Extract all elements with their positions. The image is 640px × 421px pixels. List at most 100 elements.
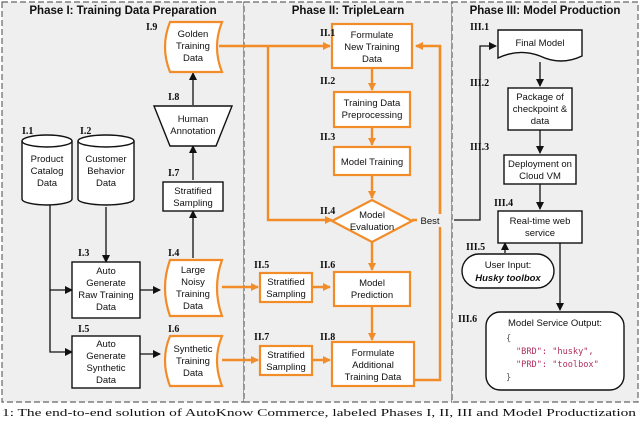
model-training-box: Model Training bbox=[332, 145, 412, 177]
model-prediction-box: Model Prediction bbox=[332, 270, 412, 308]
svg-text:III.1: III.1 bbox=[470, 22, 489, 33]
product-catalog-line1: Product bbox=[31, 154, 64, 165]
svg-text:User Input:: User Input: bbox=[485, 260, 531, 271]
svg-text:Synthetic: Synthetic bbox=[173, 344, 212, 355]
phase-1-title: Phase I: Training Data Preparation bbox=[29, 5, 216, 17]
svg-text:I.8: I.8 bbox=[168, 92, 179, 103]
svg-text:III.5: III.5 bbox=[466, 242, 485, 253]
svg-text:Stratified: Stratified bbox=[267, 350, 305, 361]
svg-text:I.2: I.2 bbox=[80, 126, 91, 137]
preprocessing-box: Training Data Preprocessing bbox=[332, 90, 412, 129]
svg-text:service: service bbox=[525, 228, 555, 239]
svg-text:Data: Data bbox=[183, 53, 204, 64]
svg-text:Model: Model bbox=[359, 278, 385, 289]
edge-additional-loop bbox=[414, 46, 442, 382]
realtime-service-box: Real-time web service bbox=[497, 210, 583, 244]
svg-text:III.6: III.6 bbox=[458, 314, 477, 325]
phase-3-title: Phase III: Model Production bbox=[470, 5, 621, 17]
phase-2-title: Phase II: TripleLearn bbox=[292, 5, 404, 17]
svg-text:Deployment on: Deployment on bbox=[508, 159, 572, 170]
svg-text:Training: Training bbox=[176, 289, 210, 300]
svg-text:III.3: III.3 bbox=[470, 142, 489, 153]
golden-training-data-shape: Golden Training Data bbox=[163, 20, 224, 74]
svg-text:Golden: Golden bbox=[178, 29, 209, 40]
svg-text:Data: Data bbox=[96, 302, 117, 313]
svg-text:II.7: II.7 bbox=[254, 332, 269, 343]
svg-text:New Training: New Training bbox=[344, 42, 399, 53]
svg-text:Sampling: Sampling bbox=[173, 198, 213, 209]
formulate-additional-box: Formulate Additional Training Data bbox=[330, 340, 416, 388]
svg-text:II.2: II.2 bbox=[320, 76, 335, 87]
svg-text:III.4: III.4 bbox=[494, 198, 513, 209]
svg-text:I.4: I.4 bbox=[168, 248, 179, 259]
svg-text:Cloud VM: Cloud VM bbox=[519, 171, 561, 182]
svg-text:Generate: Generate bbox=[86, 351, 126, 362]
customer-behavior-cylinder: Customer Behavior Data bbox=[77, 134, 135, 206]
svg-text:I.9: I.9 bbox=[146, 22, 157, 33]
svg-text:Model: Model bbox=[359, 210, 385, 221]
svg-text:II.6: II.6 bbox=[320, 260, 335, 271]
svg-text:Final Model: Final Model bbox=[515, 38, 564, 49]
svg-text:Training: Training bbox=[176, 41, 210, 52]
stratified-sampling-3-box: Stratified Sampling bbox=[258, 344, 314, 377]
svg-text:Raw Training: Raw Training bbox=[78, 290, 133, 301]
svg-text:III.2: III.2 bbox=[470, 78, 489, 89]
model-service-output-box: Model Service Output: { "BRD": "husky", … bbox=[485, 311, 625, 391]
svg-text:Real-time web: Real-time web bbox=[510, 216, 571, 227]
svg-text:Large: Large bbox=[181, 265, 205, 276]
user-input-pill: User Input: Husky toolbox bbox=[461, 253, 555, 289]
svg-text:"PRD": "toolbox": "PRD": "toolbox" bbox=[516, 360, 599, 370]
svg-text:Training Data: Training Data bbox=[344, 98, 401, 109]
svg-text:Preprocessing: Preprocessing bbox=[342, 110, 403, 121]
svg-text:II.5: II.5 bbox=[254, 260, 269, 271]
product-catalog-cylinder: Product Catalog Data bbox=[21, 134, 73, 206]
edge-golden-to-evaluation bbox=[266, 46, 333, 224]
customer-behavior-line1: Customer bbox=[85, 154, 126, 165]
svg-text:Auto: Auto bbox=[96, 339, 116, 350]
svg-text:Human: Human bbox=[178, 114, 209, 125]
svg-text:I.6: I.6 bbox=[168, 324, 179, 335]
auto-generate-raw-box: Auto Generate Raw Training Data bbox=[71, 261, 141, 319]
svg-text:Sampling: Sampling bbox=[266, 289, 306, 300]
svg-text:Synthetic: Synthetic bbox=[86, 363, 125, 374]
synthetic-training-data-shape: Synthetic Training Data bbox=[163, 334, 224, 388]
customer-behavior-line2: Behavior bbox=[87, 166, 125, 177]
svg-text:Model Service Output:: Model Service Output: bbox=[508, 318, 602, 329]
model-evaluation-diamond: Model Evaluation bbox=[329, 198, 415, 244]
edge-catalog-to-autosynth bbox=[49, 290, 73, 356]
edge-best-to-final bbox=[454, 42, 497, 221]
package-box: Package of checkpoint & data bbox=[507, 87, 573, 131]
svg-text:Data: Data bbox=[362, 54, 383, 65]
svg-text:{: { bbox=[506, 334, 511, 344]
svg-text:II.8: II.8 bbox=[320, 332, 335, 343]
svg-text:Auto: Auto bbox=[96, 266, 116, 277]
svg-text:II.1: II.1 bbox=[320, 28, 335, 39]
svg-text:Package of: Package of bbox=[516, 92, 564, 103]
svg-text:Training Data: Training Data bbox=[345, 372, 402, 383]
stratified-sampling-2-box: Stratified Sampling bbox=[258, 271, 314, 304]
svg-text:Formulate: Formulate bbox=[351, 30, 394, 41]
svg-text:I.7: I.7 bbox=[168, 168, 179, 179]
svg-text:Annotation: Annotation bbox=[170, 126, 215, 137]
formulate-new-training-box: Formulate New Training Data bbox=[330, 22, 414, 70]
svg-text:Data: Data bbox=[183, 368, 204, 379]
svg-text:I.5: I.5 bbox=[78, 324, 89, 335]
svg-text:Noisy: Noisy bbox=[181, 277, 205, 288]
step-labels: I.1 I.2 I.3 I.4 I.5 I.6 I.7 I.8 I.9 II.1… bbox=[22, 22, 513, 343]
svg-text:Evaluation: Evaluation bbox=[350, 222, 394, 233]
figure-caption: 1: The end-to-end solution of AutoKnow C… bbox=[2, 408, 636, 419]
svg-text:Generate: Generate bbox=[86, 278, 126, 289]
svg-text:"BRD": "husky",: "BRD": "husky", bbox=[516, 347, 594, 357]
best-label: Best bbox=[420, 216, 439, 227]
final-model-document: Final Model bbox=[497, 29, 583, 62]
deployment-box: Deployment on Cloud VM bbox=[503, 154, 577, 185]
svg-text:Formulate: Formulate bbox=[352, 348, 395, 359]
svg-text:Stratified: Stratified bbox=[174, 186, 212, 197]
svg-text:I.1: I.1 bbox=[22, 126, 33, 137]
svg-text:Prediction: Prediction bbox=[351, 290, 393, 301]
stratified-sampling-1-box: Stratified Sampling bbox=[162, 181, 224, 212]
svg-text:Data: Data bbox=[183, 301, 204, 312]
product-catalog-line3: Data bbox=[37, 178, 58, 189]
svg-text:Additional: Additional bbox=[352, 360, 394, 371]
auto-generate-synthetic-box: Auto Generate Synthetic Data bbox=[71, 335, 141, 389]
